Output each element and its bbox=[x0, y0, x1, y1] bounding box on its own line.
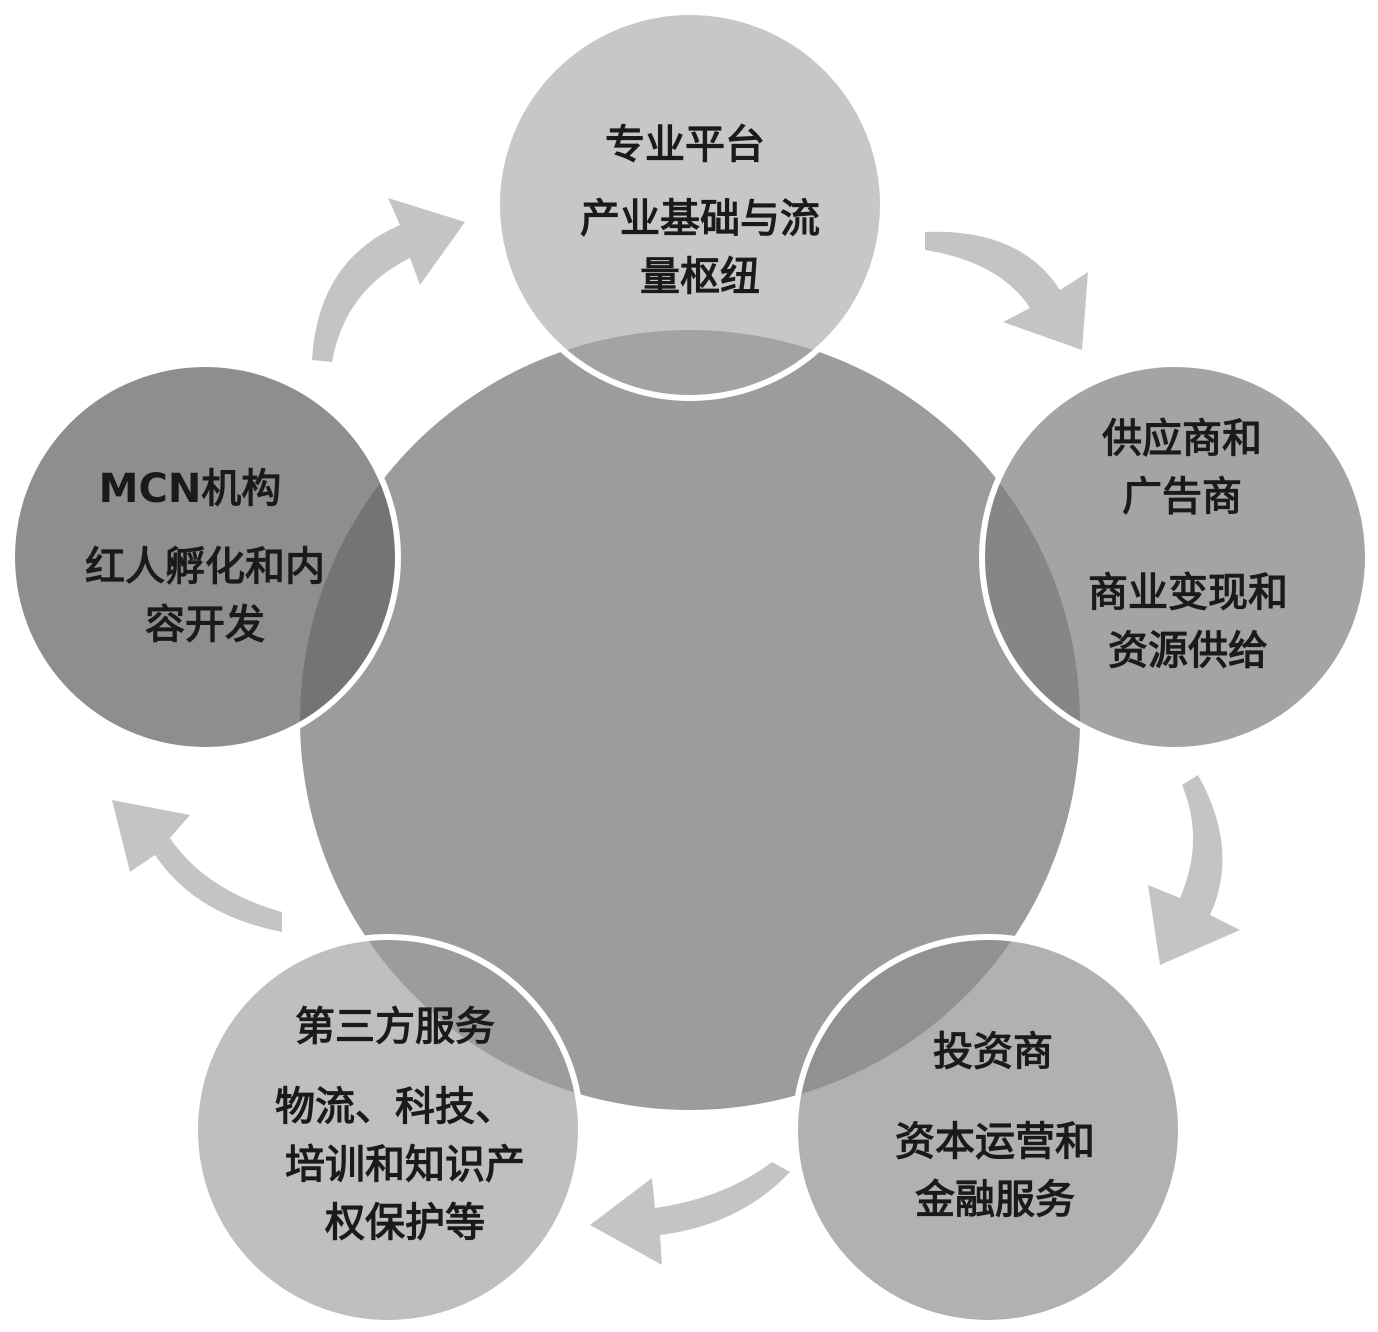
arrow-mcn-to-platform bbox=[312, 198, 465, 362]
node-mcn-desc-line-1: 红人孵化和内 bbox=[85, 544, 325, 590]
arrow-supplier-to-investor bbox=[1148, 775, 1240, 965]
node-supplier-title-line-2: 广告商 bbox=[1122, 474, 1242, 520]
node-third-party-desc-line-3: 权保护等 bbox=[324, 1200, 485, 1246]
node-third-party-circle bbox=[192, 934, 584, 1326]
node-platform: 专业平台 产业基础与流 量枢纽 bbox=[494, 9, 886, 401]
arrow-platform-to-supplier bbox=[925, 231, 1088, 350]
node-mcn-circle bbox=[9, 361, 401, 753]
arrow-investor-to-third-party bbox=[590, 1162, 790, 1265]
node-investor: 投资商 资本运营和 金融服务 bbox=[792, 934, 1184, 1326]
arrow-third-party-to-mcn bbox=[112, 800, 282, 932]
node-investor-desc-line-1: 资本运营和 bbox=[895, 1119, 1095, 1165]
node-third-party-desc-line-2: 培训和知识产 bbox=[285, 1142, 525, 1188]
node-platform-circle bbox=[494, 9, 886, 401]
node-platform-desc-line-1: 产业基础与流 bbox=[580, 196, 820, 242]
node-platform-title: 专业平台 bbox=[605, 122, 765, 168]
node-investor-circle bbox=[792, 934, 1184, 1326]
node-mcn: MCN机构 红人孵化和内 容开发 bbox=[9, 361, 401, 753]
node-third-party-title: 第三方服务 bbox=[295, 1004, 495, 1050]
node-supplier-desc-line-2: 资源供给 bbox=[1108, 628, 1268, 674]
node-mcn-desc-line-2: 容开发 bbox=[145, 602, 265, 648]
node-third-party-overlap bbox=[300, 940, 578, 1110]
node-investor-desc-line-2: 金融服务 bbox=[914, 1177, 1075, 1223]
center-circle bbox=[300, 330, 1080, 1110]
node-platform-desc-line-2: 量枢纽 bbox=[640, 254, 760, 300]
node-third-party: 第三方服务 物流、科技、 培训和知识产 权保护等 bbox=[192, 934, 584, 1326]
node-supplier-desc-line-1: 商业变现和 bbox=[1088, 570, 1288, 616]
node-supplier-circle bbox=[979, 361, 1371, 753]
node-supplier-title-line-1: 供应商和 bbox=[1102, 416, 1262, 462]
node-investor-title: 投资商 bbox=[933, 1029, 1053, 1075]
node-supplier: 供应商和 广告商 商业变现和 资源供给 bbox=[979, 361, 1371, 753]
node-investor-overlap bbox=[798, 940, 1080, 1110]
cycle-arrows bbox=[112, 198, 1240, 1265]
node-third-party-desc-line-1: 物流、科技、 bbox=[275, 1084, 515, 1130]
node-mcn-title: MCN机构 bbox=[99, 466, 282, 512]
